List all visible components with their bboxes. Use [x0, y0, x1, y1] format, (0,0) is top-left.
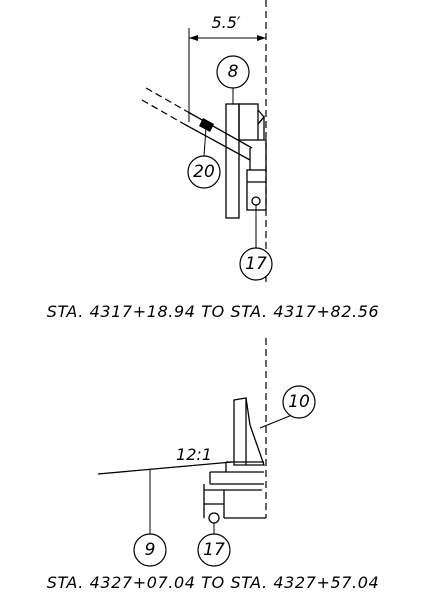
top-station-label: STA. 4317+18.94 TO STA. 4317+82.56 — [47, 302, 380, 321]
callout-20-label: 20 — [193, 162, 215, 182]
bottom-slope-line — [97, 461, 233, 475]
top-detail: 5.5′ 8 — [47, 0, 380, 321]
bottom-station-label: STA. 4327+07.04 TO STA. 4327+57.04 — [47, 573, 380, 592]
dimension-label: 5.5′ — [211, 13, 240, 32]
top-slope — [141, 87, 253, 161]
callout-10-label: 10 — [288, 392, 310, 412]
callout-17-bottom-label: 17 — [203, 540, 225, 560]
callout-17-top: 17 — [239, 205, 273, 281]
callout-17-top-label: 17 — [245, 254, 267, 274]
bottom-detail: 12:1 10 9 17 STA. 4327+07.04 TO STA. 432… — [47, 338, 380, 592]
callout-9-label: 9 — [145, 540, 156, 560]
callout-8: 8 — [216, 55, 250, 104]
callout-20: 20 — [187, 127, 221, 189]
callout-10: 10 — [259, 385, 316, 429]
top-post — [225, 103, 267, 219]
callout-9: 9 — [133, 470, 167, 567]
bottom-barrier — [203, 397, 266, 524]
top-dimension: 5.5′ — [188, 13, 266, 122]
callout-8-label: 8 — [228, 62, 239, 82]
slope-label: 12:1 — [176, 445, 212, 464]
callout-17-bottom: 17 — [197, 523, 231, 567]
